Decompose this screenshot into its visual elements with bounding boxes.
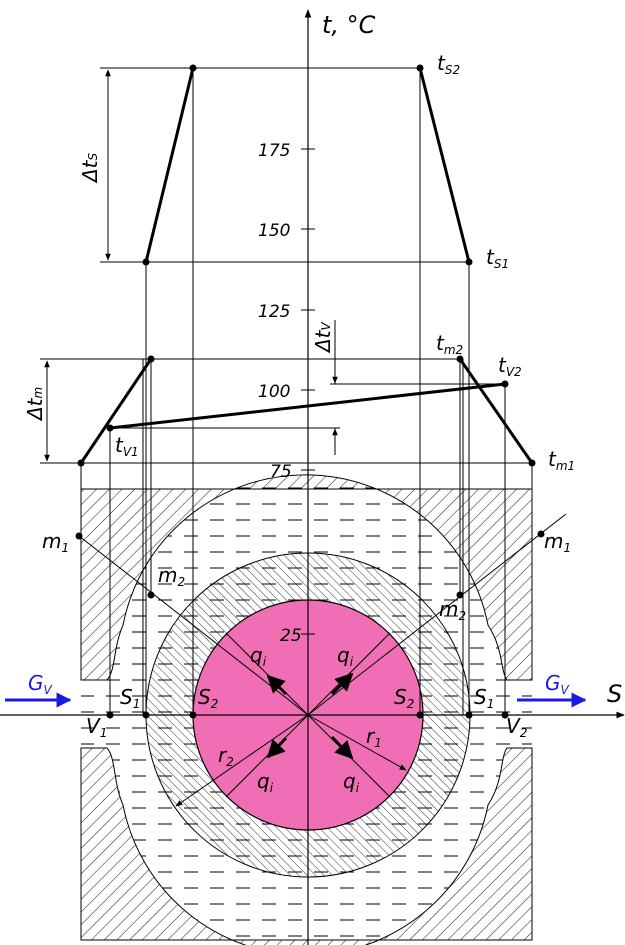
label-s2-left: S2 <box>198 685 218 711</box>
label-s2-right: S2 <box>394 685 414 711</box>
axes <box>0 9 625 945</box>
label-s1-right: S1 <box>474 685 494 711</box>
label-ts2: tS2 <box>437 51 460 77</box>
projection-lines <box>80 68 533 715</box>
coolant-flow-inlet: GV <box>5 671 72 708</box>
label-tm1: tm1 <box>548 447 575 473</box>
tick-label: 75 <box>270 462 292 482</box>
label-v1: V1 <box>86 714 107 740</box>
heat-flux-arrow <box>330 735 354 760</box>
tick-label: 150 <box>258 221 290 241</box>
shell-temperature-left <box>144 67 195 263</box>
label-qi: qi <box>257 769 274 795</box>
label-tv1: tV1 <box>115 433 139 459</box>
label-m2-left: m2 <box>158 563 185 589</box>
svg-text:GV: GV <box>545 671 570 697</box>
s-axis-label: S <box>607 680 622 708</box>
label-delta-tm: Δtm <box>23 387 47 422</box>
tick-label: 100 <box>258 382 290 402</box>
label-qi: qi <box>337 643 354 669</box>
label-ts1: tS1 <box>486 245 509 271</box>
radius-r2-arrow <box>175 714 309 807</box>
label-m1-left: m1 <box>42 529 69 555</box>
cross-section <box>78 474 567 945</box>
label-s1-left: S1 <box>120 685 140 711</box>
label-tv2: tV2 <box>498 353 522 379</box>
label-m1-right: m1 <box>544 529 571 555</box>
mold-temperature-right <box>458 358 534 464</box>
label-r1: r1 <box>366 724 382 750</box>
label-delta-ts: ΔtS <box>78 152 102 184</box>
tick-label: 125 <box>258 302 290 322</box>
svg-text:GV: GV <box>28 671 53 697</box>
inner-tick-label: 25 <box>280 626 302 646</box>
label-v2: V2 <box>506 714 527 740</box>
label-qi: qi <box>250 643 267 669</box>
t-axis-label: t, °C <box>322 11 376 39</box>
radius-r1-arrow <box>307 714 407 771</box>
tick-label: 175 <box>258 141 290 161</box>
label-delta-tv: ΔtV <box>311 321 335 354</box>
label-tm2: tm2 <box>436 331 463 357</box>
label-m2-right: m2 <box>439 597 466 623</box>
label-r2: r2 <box>218 743 234 769</box>
mold-temperature-left <box>79 358 153 464</box>
heat-flux-arrow <box>266 674 288 696</box>
shell-temperature-right <box>418 67 471 263</box>
coolant-flow-outlet: GV <box>517 671 587 708</box>
heat-flux-arrow <box>330 672 354 696</box>
heat-flux-arrow <box>266 736 288 759</box>
label-qi: qi <box>343 769 360 795</box>
